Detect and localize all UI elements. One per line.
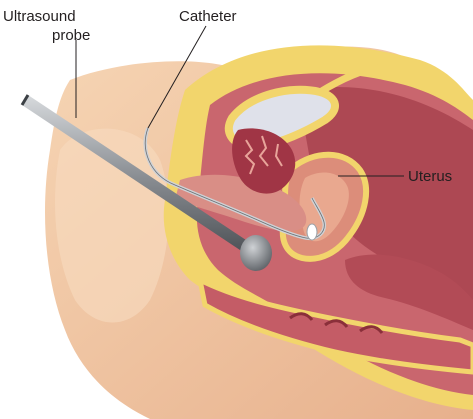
probe-tip xyxy=(240,235,272,271)
probe-label-line1: Ultrasound xyxy=(3,8,76,25)
catheter-label: Catheter xyxy=(179,8,237,25)
uterus-label: Uterus xyxy=(408,168,452,185)
catheter-balloon xyxy=(307,224,317,240)
probe-label-line2: probe xyxy=(52,27,90,44)
